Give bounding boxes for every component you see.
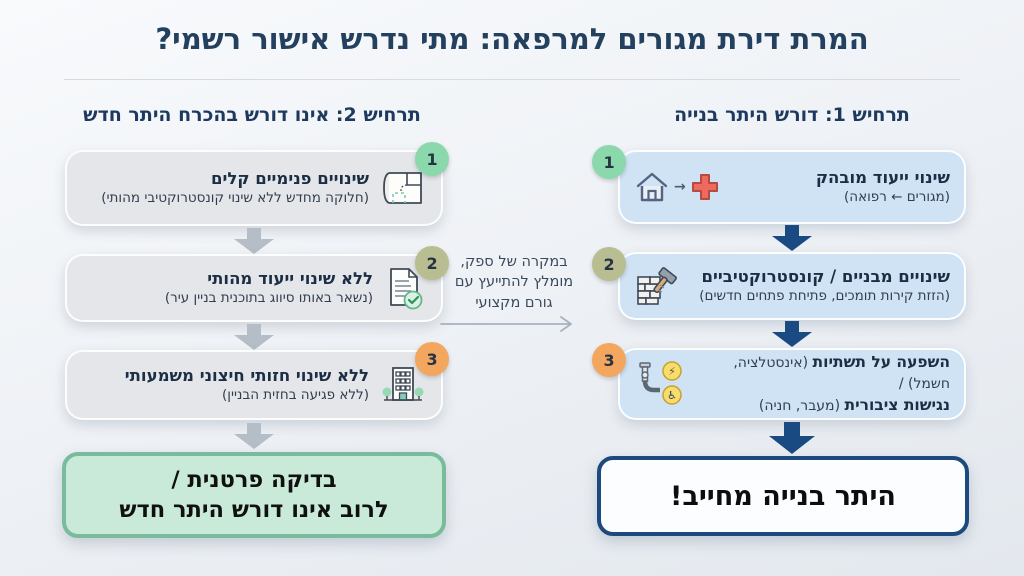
scenario1-step2-box: 2 שינויים מבניים / קונסטרוקטיביים (הזזת … <box>592 247 966 320</box>
scenario2-step1-box: 1 שינויים פנימיים קלים (חלוקה מחדש ללא ש… <box>65 142 449 226</box>
step-text: ללא שינוי ייעוד מהותי (נשאר באותו סיווג … <box>81 269 373 307</box>
house-to-clinic-icon-group: → <box>634 170 720 204</box>
step-text: ללא שינוי חזותי חיצוני משמעותי (ללא פגיע… <box>81 366 369 404</box>
house-icon <box>634 170 670 204</box>
step-line1: השפעה על תשתיות (אינסטלציה, חשמל) / <box>733 353 950 392</box>
down-arrow-icon <box>772 321 812 347</box>
step-text: שינויים פנימיים קלים (חלוקה מחדש ללא שינ… <box>81 169 369 207</box>
step-subtitle: (מגורים ← רפואה) <box>843 188 950 205</box>
infrastructure-accessibility-icon: ⚡ ♿ <box>634 359 686 409</box>
step-text: השפעה על תשתיות (אינסטלציה, חשמל) / נגיש… <box>696 351 950 416</box>
step-number-badge: 2 <box>592 247 626 281</box>
step-line2: נגישות ציבורית (מעבר, חניה) <box>758 396 950 415</box>
down-arrow-icon <box>234 324 274 350</box>
down-arrow-icon <box>772 225 812 251</box>
step-title: ללא שינוי חזותי חיצוני משמעותי <box>124 365 369 385</box>
page-title: המרת דירת מגורים למרפאה: מתי נדרש אישור … <box>155 22 869 56</box>
title-divider <box>64 79 960 80</box>
note-line3: גורם מקצועי <box>475 294 553 311</box>
step-number-badge: 3 <box>415 342 449 376</box>
scenario1-step1-box: 1 שינוי ייעוד מובהק (מגורים ← רפואה) → <box>592 145 966 224</box>
step-number-badge: 3 <box>592 343 626 377</box>
down-arrow-icon <box>234 423 274 449</box>
document-check-icon <box>383 265 427 311</box>
step-subtitle: (ללא פגיעה בחזית הבניין) <box>222 386 369 403</box>
step-title: ללא שינוי ייעוד מהותי <box>207 268 373 288</box>
step-number-badge: 1 <box>592 145 626 179</box>
floor-plan-icon <box>379 167 427 209</box>
step-subtitle: (חלוקה מחדש ללא שינוי קונסטרוקטיבי מהותי… <box>101 189 369 206</box>
building-facade-icon <box>379 362 427 408</box>
svg-text:⚡: ⚡ <box>668 365 676 378</box>
note-line1: במקרה של ספק, <box>460 254 568 270</box>
step-text: שינוי ייעוד מובהק (מגורים ← רפואה) <box>730 168 950 206</box>
transition-arrow-icon: → <box>674 179 686 195</box>
scenario1-step3-box: 3 השפעה על תשתיות (אינסטלציה, חשמל) / נג… <box>592 343 966 420</box>
step-number-badge: 2 <box>415 246 449 280</box>
scenario2-step2-box: 2 ללא שינוי ייעוד מהותי (נשאר באותו סיוו… <box>65 246 449 322</box>
right-pointing-connector-arrow-icon <box>440 316 572 332</box>
scenario2-step3-box: 3 ללא שינוי חזותי חיצוני משמעותי (ללא פג… <box>65 342 449 420</box>
step-subtitle: (הזזת קירות תומכים, פתיחת פתחים חדשים) <box>699 287 950 304</box>
result-line2: לרוב אינו דורש היתר חדש <box>119 497 389 523</box>
down-arrow-icon <box>769 422 815 454</box>
down-arrow-icon <box>234 228 274 254</box>
step-title: שינויים פנימיים קלים <box>210 168 369 188</box>
scenario1-header: תרחיש 1: דורש היתר בנייה <box>674 104 910 126</box>
result-text: היתר בנייה מחייב! <box>670 480 896 512</box>
step-title: שינוי ייעוד מובהק <box>815 167 950 187</box>
note-line2: מומלץ להתייעץ עם <box>454 274 574 291</box>
step-subtitle: (נשאר באותו סיווג בתוכנית בניין עיר) <box>164 289 373 306</box>
scenario1-result-box: היתר בנייה מחייב! <box>597 456 969 536</box>
brick-hammer-icon <box>634 265 680 307</box>
medical-cross-icon <box>690 172 720 202</box>
scenario2-header: תרחיש 2: אינו דורש בהכרח היתר חדש <box>83 104 421 126</box>
svg-text:♿: ♿ <box>667 389 677 402</box>
step-text: שינויים מבניים / קונסטרוקטיביים (הזזת קי… <box>690 267 950 305</box>
result-line1: בדיקה פרטנית / <box>171 466 337 493</box>
step-number-badge: 1 <box>415 142 449 176</box>
step-title: שינויים מבניים / קונסטרוקטיביים <box>701 266 950 286</box>
scenario2-result-box: בדיקה פרטנית / לרוב אינו דורש היתר חדש <box>62 452 446 538</box>
middle-note: במקרה של ספק, מומלץ להתייעץ עם גורם מקצו… <box>438 252 590 313</box>
